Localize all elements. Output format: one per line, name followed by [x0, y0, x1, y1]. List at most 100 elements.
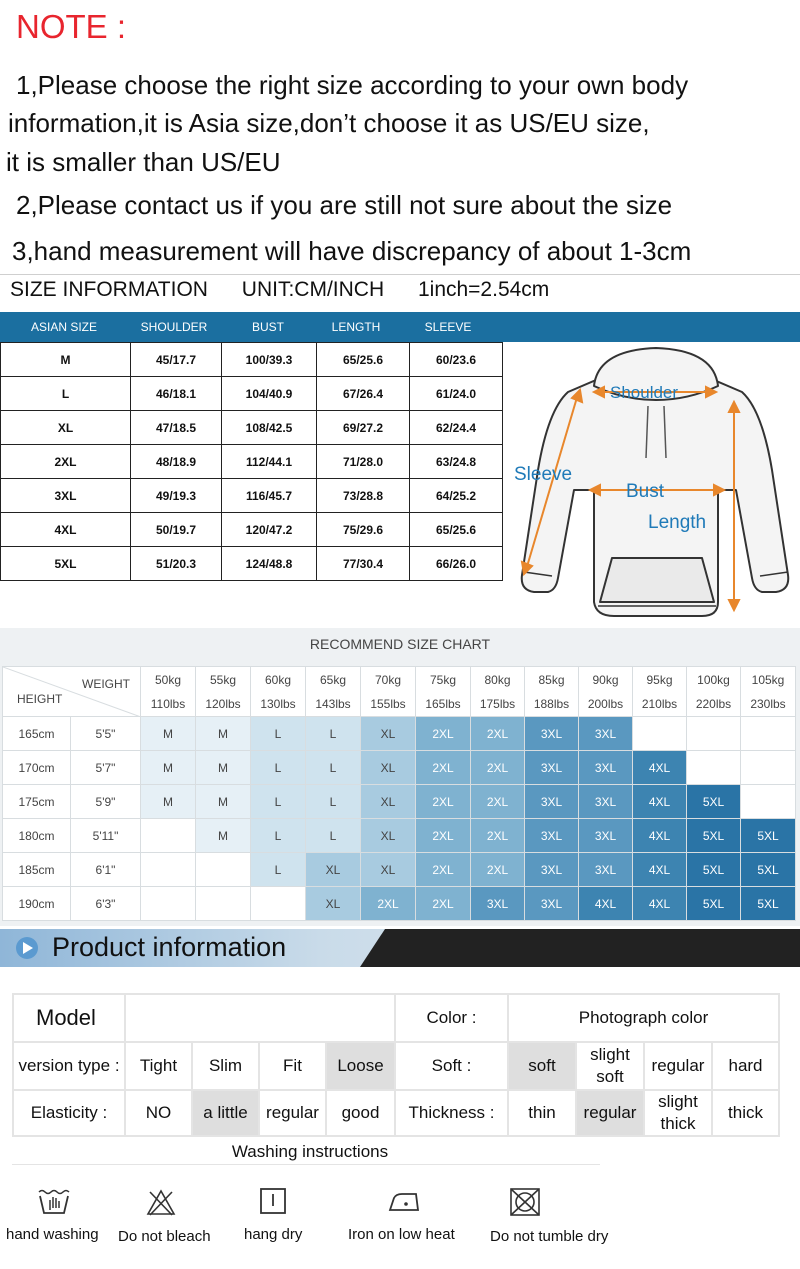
- recommend-size-cell: 4XL: [632, 784, 687, 819]
- size-table-cell: 5XL: [0, 546, 131, 581]
- height-ft: 5'9": [70, 784, 141, 819]
- height-cm: 165cm: [2, 716, 71, 751]
- note-line-3: it is smaller than US/EU: [6, 147, 281, 177]
- size-table-cell: 69/27.2: [316, 410, 410, 445]
- weight-lbs: 120lbs: [205, 696, 241, 711]
- recommend-size-cell: [250, 886, 306, 921]
- recommend-size-cell: 5XL: [740, 852, 796, 887]
- weight-kg: 60kg: [264, 672, 292, 687]
- label-length: Length: [648, 512, 707, 533]
- weight-kg: 70kg: [374, 672, 402, 687]
- size-table-cell: 77/30.4: [316, 546, 410, 581]
- size-table-cell: 47/18.5: [130, 410, 222, 445]
- weight-kg: 65kg: [319, 672, 347, 687]
- soft-hard: hard: [711, 1041, 780, 1091]
- model-label: Model: [12, 993, 126, 1043]
- recommend-size-cell: 3XL: [524, 852, 579, 887]
- version-fit: Fit: [258, 1041, 327, 1091]
- weight-header: 100kg 220lbs: [686, 666, 741, 717]
- version-label: version type :: [12, 1041, 126, 1091]
- recommend-size-cell: L: [250, 852, 306, 887]
- size-table-cell: 4XL: [0, 512, 131, 547]
- size-header-sleeve: SLEEVE: [424, 320, 472, 334]
- recommend-size-cell: 5XL: [686, 886, 741, 921]
- recommend-size-cell: XL: [360, 818, 416, 853]
- product-info-banner: [0, 929, 800, 967]
- size-table-cell: L: [0, 376, 131, 411]
- weight-kg: 100kg: [697, 672, 730, 687]
- recommend-size-cell: L: [250, 818, 306, 853]
- size-table-cell: 65/25.6: [316, 342, 410, 377]
- size-table-cell: 120/47.2: [221, 512, 317, 547]
- size-header-length: LENGTH: [331, 320, 381, 334]
- weight-lbs: 188lbs: [533, 696, 570, 711]
- size-table-cell: 75/29.6: [316, 512, 410, 547]
- recommend-size-cell: 2XL: [360, 886, 416, 921]
- height-ft: 5'11": [70, 818, 141, 853]
- size-table-cell: 2XL: [0, 444, 131, 479]
- weight-lbs: 210lbs: [641, 696, 678, 711]
- weight-lbs: 165lbs: [425, 696, 461, 711]
- soft-slight-soft: slight soft: [575, 1041, 645, 1091]
- size-table-cell: 61/24.0: [409, 376, 503, 411]
- elasticity-label: Elasticity :: [12, 1089, 126, 1137]
- color-value: Photograph color: [507, 993, 780, 1043]
- recommend-size-cell: XL: [360, 852, 416, 887]
- size-info-unit: UNIT:CM/INCH: [241, 278, 385, 301]
- recommend-size-cell: 5XL: [686, 784, 741, 819]
- size-info-line: SIZE INFORMATION UNIT:CM/INCH 1inch=2.54…: [10, 278, 577, 302]
- recommend-size-cell: 3XL: [578, 784, 633, 819]
- color-label: Color :: [394, 993, 509, 1043]
- weight-kg: 105kg: [751, 672, 785, 687]
- recommend-size-cell: [740, 750, 796, 785]
- weight-kg: 95kg: [646, 672, 673, 687]
- weight-lbs: 143lbs: [315, 696, 351, 711]
- no-bleach-icon: [146, 1189, 176, 1216]
- weight-lbs: 200lbs: [587, 696, 624, 711]
- weight-lbs: 220lbs: [695, 696, 732, 711]
- wash-label-no-tumble-dry: Do not tumble dry: [490, 1228, 609, 1245]
- size-table-cell: 65/25.6: [409, 512, 503, 547]
- size-header-shoulder: SHOULDER: [140, 320, 208, 334]
- size-table-cell: 108/42.5: [221, 410, 317, 445]
- size-header-asian: ASIAN SIZE: [30, 320, 98, 334]
- size-table-cell: 63/24.8: [409, 444, 503, 479]
- size-table-header: ASIAN SIZE SHOULDER BUST LENGTH SLEEVE: [0, 312, 800, 342]
- height-ft: 6'1": [70, 852, 141, 887]
- recommend-size-cell: XL: [360, 750, 416, 785]
- size-table-cell: 104/40.9: [221, 376, 317, 411]
- version-slim: Slim: [191, 1041, 260, 1091]
- elasticity-no: NO: [124, 1089, 193, 1137]
- size-table-cell: 73/28.8: [316, 478, 410, 513]
- size-table-cell: 112/44.1: [221, 444, 317, 479]
- recommend-size-cell: 5XL: [686, 852, 741, 887]
- recommend-size-cell: L: [250, 784, 306, 819]
- recommend-size-cell: 2XL: [470, 784, 525, 819]
- size-table-cell: 116/45.7: [221, 478, 317, 513]
- recommend-size-cell: XL: [305, 886, 361, 921]
- washing-title: Washing instructions: [231, 1142, 389, 1161]
- soft-label: Soft :: [394, 1041, 509, 1091]
- height-cm: 170cm: [2, 750, 71, 785]
- recommend-size-cell: L: [305, 784, 361, 819]
- recommend-size-cell: [195, 852, 251, 887]
- weight-lbs: 155lbs: [370, 696, 406, 711]
- recommend-size-cell: 2XL: [415, 750, 471, 785]
- weight-kg: 80kg: [484, 672, 511, 687]
- recommend-size-cell: 4XL: [632, 886, 687, 921]
- recommend-size-cell: [140, 852, 196, 887]
- height-cm: 190cm: [2, 886, 71, 921]
